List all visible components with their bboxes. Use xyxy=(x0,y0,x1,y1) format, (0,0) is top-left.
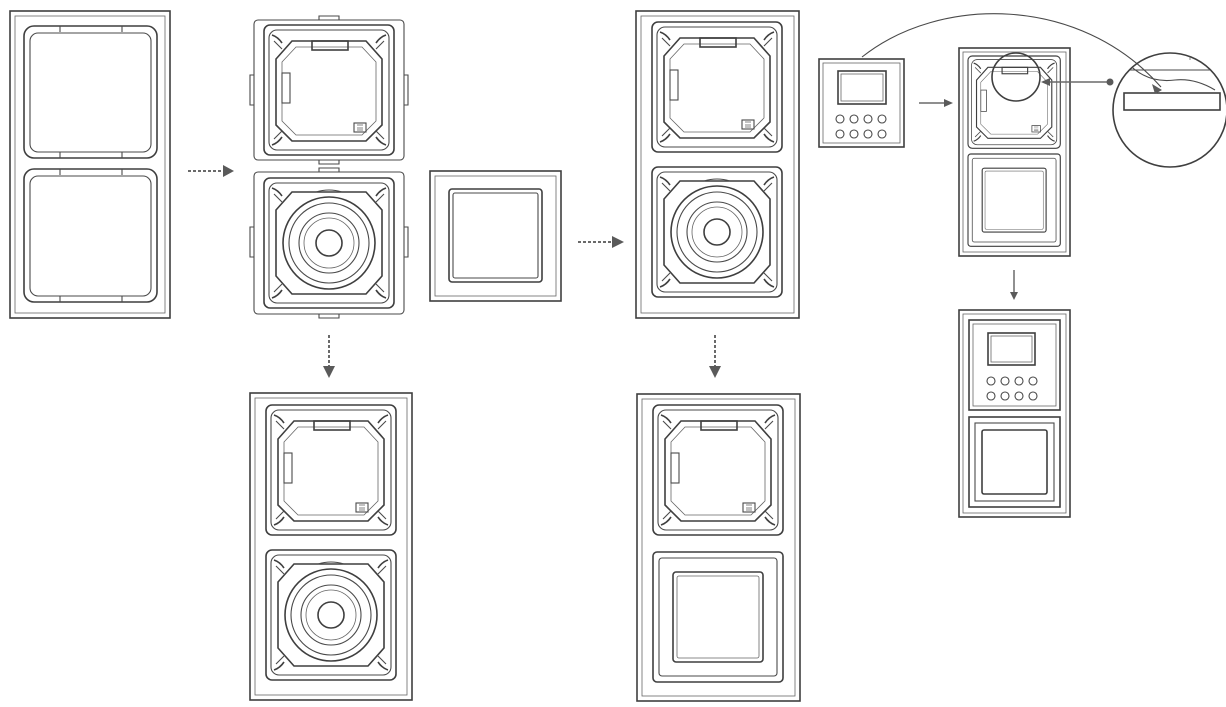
connector-curve xyxy=(861,13,1162,88)
speaker-insert xyxy=(249,167,409,319)
arrow-down-1 xyxy=(323,335,335,378)
double-frame-with-socket-and-cover xyxy=(636,393,801,702)
double-frame-empty xyxy=(9,10,171,319)
arrow-right-2 xyxy=(578,236,624,248)
arrow-right-1 xyxy=(188,165,234,177)
double-frame-socket-speaker xyxy=(249,392,413,701)
single-cover-frame xyxy=(429,170,562,302)
frame-socket-cover-small xyxy=(958,47,1071,257)
double-frame-with-socket-and-speaker xyxy=(635,10,800,319)
final-assembly xyxy=(958,309,1071,518)
arrow-right-3 xyxy=(919,99,953,107)
zoom-detail xyxy=(1112,52,1226,168)
arrow-down-3 xyxy=(1010,270,1018,300)
arrow-zoom xyxy=(1041,78,1114,86)
control-panel xyxy=(818,58,905,148)
arrow-down-2 xyxy=(709,335,721,378)
socket-insert xyxy=(249,15,409,165)
